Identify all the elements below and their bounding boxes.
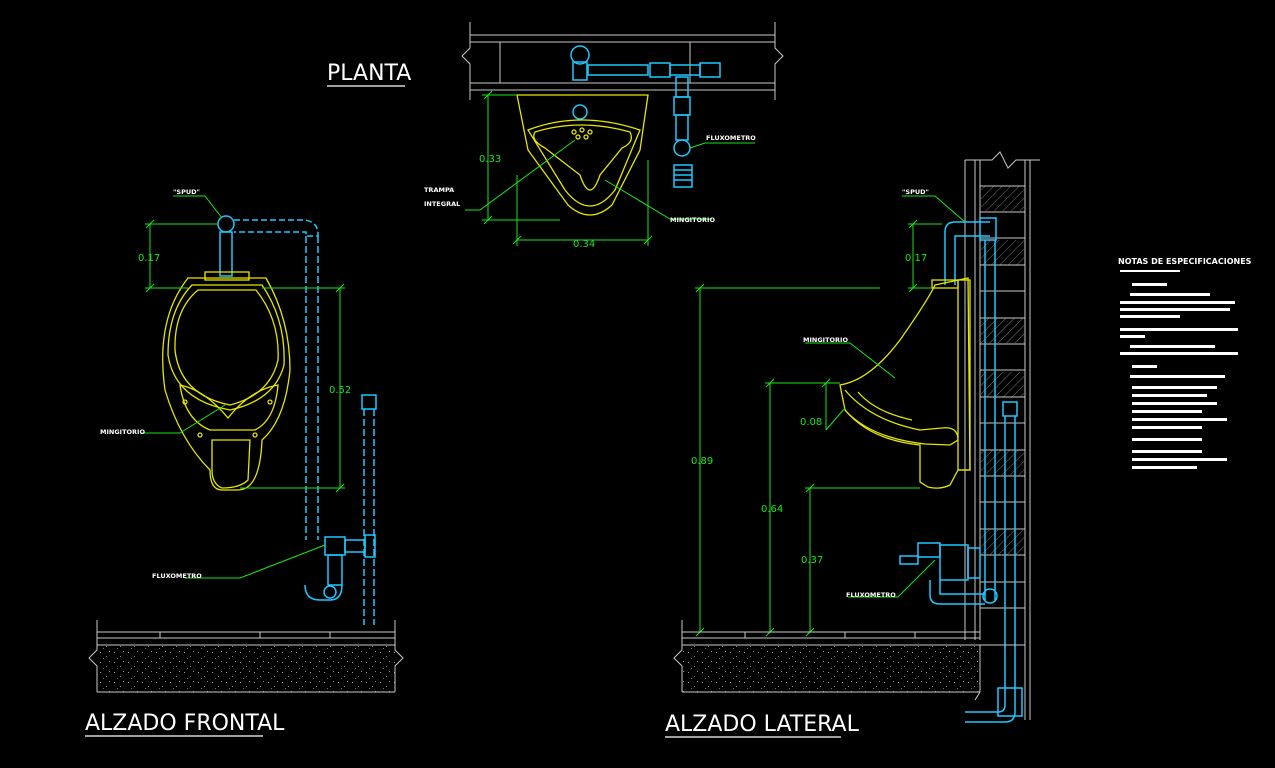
side-spud-label: "SPUD" xyxy=(902,188,929,196)
front-floor xyxy=(88,620,404,693)
plan-width-dimension: 0.34 xyxy=(573,239,595,250)
side-mingitorio-label: MINGITORIO xyxy=(803,336,848,344)
plan-mingitorio-label: MINGITORIO xyxy=(670,216,715,224)
side-lip-offset-dimension: 0.08 xyxy=(800,417,822,428)
plan-dimensions xyxy=(465,90,755,246)
plan-pipes xyxy=(570,45,721,188)
plan-title: PLANTA xyxy=(327,61,411,86)
plan-trampa-label: TRAMPA xyxy=(424,186,454,194)
front-spud-height-dimension: 0.17 xyxy=(138,253,160,264)
side-spud-height-dimension: 0.17 xyxy=(905,253,927,264)
side-rim-height-dimension: 0.64 xyxy=(761,504,783,515)
front-urinal xyxy=(162,271,291,491)
side-floor xyxy=(673,620,1025,701)
side-title: ALZADO LATERAL xyxy=(665,712,860,737)
side-wall xyxy=(964,151,1040,720)
side-total-height-dimension: 0.89 xyxy=(691,456,713,467)
front-spud-label: "SPUD" xyxy=(173,188,200,196)
front-elevation: 0.17 0.52 "SPUD" MINGITORIO FLUXOMETRO A… xyxy=(85,188,404,737)
plan-view: 0.33 0.34 TRAMPA INTEGRAL FLUXOMETRO MIN… xyxy=(327,22,784,250)
front-mingitorio-label: MINGITORIO xyxy=(100,428,145,436)
side-urinal xyxy=(839,277,971,489)
plan-fluxometro-label: FLUXOMETRO xyxy=(706,134,756,142)
plan-integral-label: INTEGRAL xyxy=(424,200,460,208)
front-fluxometro-label: FLUXOMETRO xyxy=(152,572,202,580)
plan-urinal xyxy=(516,94,649,216)
side-dimensions xyxy=(695,195,966,637)
side-bottom-height-dimension: 0.37 xyxy=(801,555,823,566)
side-pipes xyxy=(899,217,1023,723)
front-title: ALZADO FRONTAL xyxy=(85,711,285,736)
notes-text-blocks xyxy=(1120,270,1238,469)
notes-title: NOTAS DE ESPECIFICACIONES xyxy=(1118,257,1252,266)
specification-notes: NOTAS DE ESPECIFICACIONES xyxy=(1118,257,1252,469)
plan-wall xyxy=(461,22,784,100)
plan-depth-dimension: 0.33 xyxy=(479,154,501,165)
side-fluxometro-label: FLUXOMETRO xyxy=(846,591,896,599)
front-dimensions xyxy=(140,195,345,579)
front-pipes xyxy=(217,215,377,625)
front-bowl-height-dimension: 0.52 xyxy=(329,385,351,396)
side-elevation: 0.17 0.89 0.64 0.08 0.37 "SPUD" MINGITOR… xyxy=(665,151,1040,738)
